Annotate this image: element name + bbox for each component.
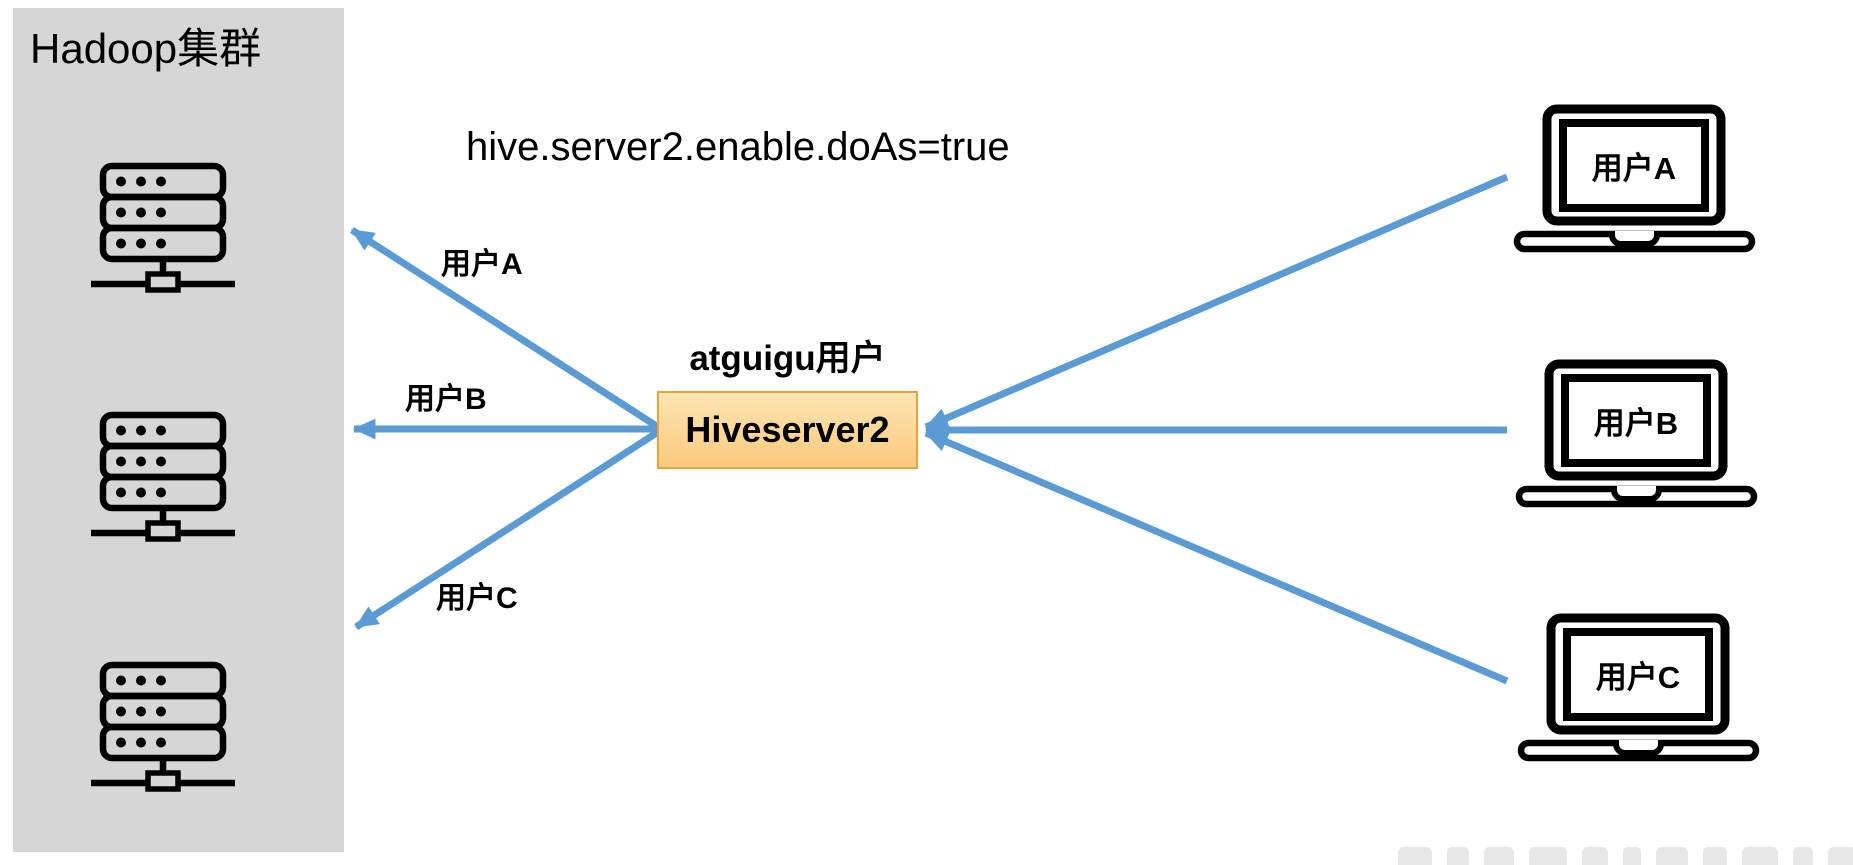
- arrow-hiveserver-to-hadoop-user-c: [354, 429, 660, 630]
- arrow-hiveserver-to-hadoop-user-a: [350, 227, 660, 430]
- laptop-icon: [1517, 613, 1760, 762]
- arrow-client-a-to-hiveserver: [924, 173, 1509, 431]
- server-rack-icon: [91, 661, 235, 792]
- left-arrow-label-user-a: 用户A: [441, 248, 523, 281]
- hadoop-cluster-title: Hadoop集群: [30, 25, 262, 72]
- laptop-icon: [1513, 104, 1756, 253]
- watermark: [1398, 847, 1853, 865]
- hadoop-cluster-panel: Hadoop集群: [13, 8, 344, 852]
- arrow-client-c-to-hiveserver: [924, 429, 1509, 685]
- client-laptop-a-label: 用户A: [1591, 151, 1677, 186]
- hiveserver2-user-label: atguigu用户: [689, 339, 886, 378]
- client-laptop-a: 用户A: [1512, 101, 1757, 253]
- left-arrow-label-user-b: 用户B: [405, 383, 487, 416]
- client-laptop-c-label: 用户C: [1595, 660, 1681, 695]
- hiveserver2-box: Hiveserver2: [657, 391, 918, 469]
- client-laptop-c: 用户C: [1516, 610, 1761, 762]
- left-arrow-label-user-c: 用户C: [436, 582, 518, 615]
- config-property-text: hive.server2.enable.doAs=true: [466, 125, 1010, 169]
- laptop-icon: [1515, 359, 1758, 508]
- client-laptop-b-label: 用户B: [1593, 406, 1679, 441]
- hiveserver2-label: Hiveserver2: [685, 409, 890, 450]
- client-laptop-b: 用户B: [1514, 356, 1759, 508]
- server-rack-icon: [91, 162, 235, 293]
- server-rack-icon: [91, 411, 235, 542]
